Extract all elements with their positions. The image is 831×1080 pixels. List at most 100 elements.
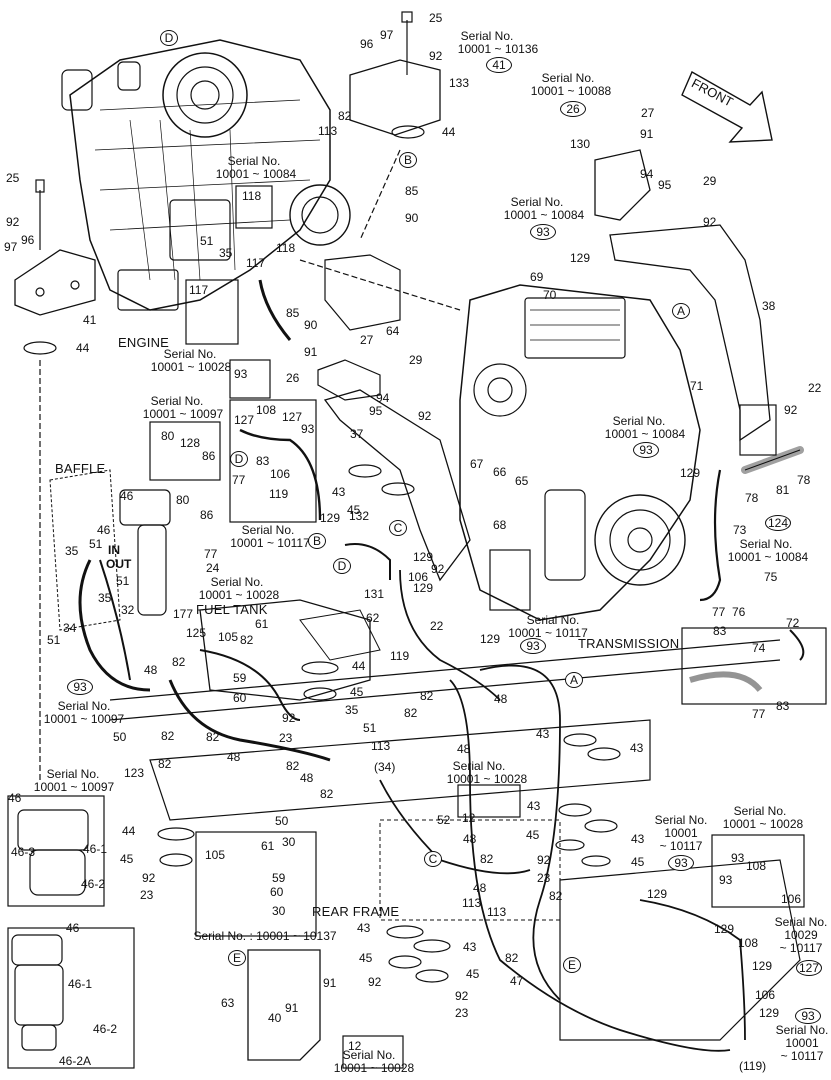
serial-note-range: 10001 ~ 10028 bbox=[150, 360, 232, 374]
part-callout: 92 bbox=[703, 215, 717, 229]
part-callout: 29 bbox=[703, 174, 717, 188]
part-callout: 68 bbox=[493, 518, 507, 532]
part-callout: 46-3 bbox=[11, 845, 36, 859]
part-callout: 25 bbox=[429, 11, 443, 25]
part-callout: 46-2A bbox=[59, 1054, 92, 1068]
part-callout: 82 bbox=[206, 730, 220, 744]
part-callout: 77 bbox=[232, 473, 246, 487]
part-callout: 23 bbox=[279, 731, 293, 745]
part-callout: 92 bbox=[431, 562, 445, 576]
part-callout: 30 bbox=[272, 904, 286, 918]
part-callout: 51 bbox=[363, 721, 377, 735]
part-callout: 82 bbox=[286, 759, 300, 773]
part-callout: 117 bbox=[246, 256, 266, 270]
part-callout: 92 bbox=[418, 409, 432, 423]
part-callout: 43 bbox=[357, 921, 371, 935]
part-callout: 129 bbox=[752, 959, 773, 973]
section-label-rear-frame: REAR FRAME bbox=[312, 904, 400, 919]
part-callout: 92 bbox=[282, 711, 296, 725]
part-callout: 129 bbox=[759, 1006, 780, 1020]
part-callout: 52 bbox=[437, 813, 451, 827]
circled-ref: 41 bbox=[486, 57, 512, 73]
part-callout: 117 bbox=[189, 283, 209, 297]
part-callout: 43 bbox=[631, 832, 645, 846]
part-callout: 46-2 bbox=[81, 877, 106, 891]
part-callout: 129 bbox=[320, 511, 341, 525]
part-callout: 108 bbox=[256, 403, 277, 417]
part-callout: 113 bbox=[371, 739, 391, 753]
part-callout: 35 bbox=[345, 703, 359, 717]
circled-ref: 93 bbox=[67, 679, 93, 695]
part-callout: 23 bbox=[537, 871, 551, 885]
part-callout: 91 bbox=[323, 976, 337, 990]
serial-note-range: 10001 ~ 10097 bbox=[33, 780, 115, 794]
part-callout: 129 bbox=[413, 550, 434, 564]
serial-note-heading: Serial No. bbox=[210, 575, 264, 589]
part-callout: 35 bbox=[219, 246, 233, 260]
circled-ref: 93 bbox=[633, 442, 659, 458]
serial-note-range: 10001 ~ 10028 bbox=[198, 588, 280, 602]
part-callout: 34 bbox=[63, 621, 77, 635]
part-callout: 22 bbox=[430, 619, 444, 633]
part-callout: 86 bbox=[202, 449, 216, 463]
part-callout: 77 bbox=[204, 547, 218, 561]
part-callout: 35 bbox=[98, 591, 112, 605]
part-callout: 95 bbox=[369, 404, 383, 418]
part-callout: 40 bbox=[268, 1011, 282, 1025]
serial-note-range: 10001 ~ 10028 bbox=[333, 1061, 415, 1075]
part-callout: 106 bbox=[755, 988, 776, 1002]
part-callout: 38 bbox=[762, 299, 776, 313]
part-callout: 12 bbox=[348, 1039, 362, 1053]
part-callout: 45 bbox=[359, 951, 373, 965]
part-callout: 51 bbox=[116, 574, 130, 588]
part-callout: 43 bbox=[536, 727, 550, 741]
part-callout: 48 bbox=[473, 881, 487, 895]
part-callout: 130 bbox=[570, 137, 591, 151]
serial-note-heading: Serial No. bbox=[227, 154, 281, 168]
part-callout: 71 bbox=[690, 379, 704, 393]
section-label-fuel-tank: FUEL TANK bbox=[196, 602, 268, 617]
part-callout: 48 bbox=[457, 742, 471, 756]
serial-note-range: 10001 ~ 10117 bbox=[508, 626, 588, 640]
part-callout: 177 bbox=[173, 607, 194, 621]
part-callout: 97 bbox=[380, 28, 394, 42]
part-callout: 43 bbox=[463, 940, 477, 954]
circled-ref: C bbox=[424, 851, 442, 867]
part-callout: 106 bbox=[781, 892, 802, 906]
part-callout: 82 bbox=[338, 109, 352, 123]
part-callout: 127 bbox=[234, 413, 255, 427]
part-callout: 82 bbox=[161, 729, 175, 743]
part-callout: 30 bbox=[282, 835, 296, 849]
part-callout: 129 bbox=[647, 887, 668, 901]
section-label-transmission: TRANSMISSION bbox=[578, 636, 680, 651]
part-callout: 46-1 bbox=[68, 977, 93, 991]
part-callout: 81 bbox=[776, 483, 790, 497]
serial-note-value: ~ 10117 bbox=[779, 941, 823, 955]
serial-note-heading: Serial No. bbox=[163, 347, 217, 361]
circled-ref: A bbox=[565, 672, 583, 688]
serial-note-range: 10001 ~ 10088 bbox=[530, 84, 612, 98]
circled-ref: D bbox=[230, 451, 248, 467]
circled-ref: 127 bbox=[796, 960, 823, 976]
part-callout: 123 bbox=[124, 766, 145, 780]
part-callout: 50 bbox=[275, 814, 289, 828]
part-callout: 46 bbox=[97, 523, 111, 537]
part-callout: 93 bbox=[731, 851, 745, 865]
part-callout: 96 bbox=[21, 233, 35, 247]
part-callout: 45 bbox=[120, 852, 134, 866]
part-callout: 75 bbox=[764, 570, 778, 584]
part-callout: 119 bbox=[269, 487, 289, 501]
part-callout: 82 bbox=[505, 951, 519, 965]
circled-ref: 93 bbox=[668, 855, 694, 871]
circled-ref: E bbox=[228, 950, 246, 966]
part-callout: 91 bbox=[640, 127, 654, 141]
part-callout: 90 bbox=[304, 318, 318, 332]
serial-note-heading: Serial No. bbox=[739, 537, 793, 551]
part-callout: 113 bbox=[318, 124, 338, 138]
serial-note-heading: Serial No. bbox=[510, 195, 564, 209]
part-callout: 93 bbox=[234, 367, 248, 381]
circled-ref: D bbox=[333, 558, 351, 574]
serial-note-value: 10001 bbox=[664, 826, 698, 840]
part-callout: 83 bbox=[776, 699, 790, 713]
